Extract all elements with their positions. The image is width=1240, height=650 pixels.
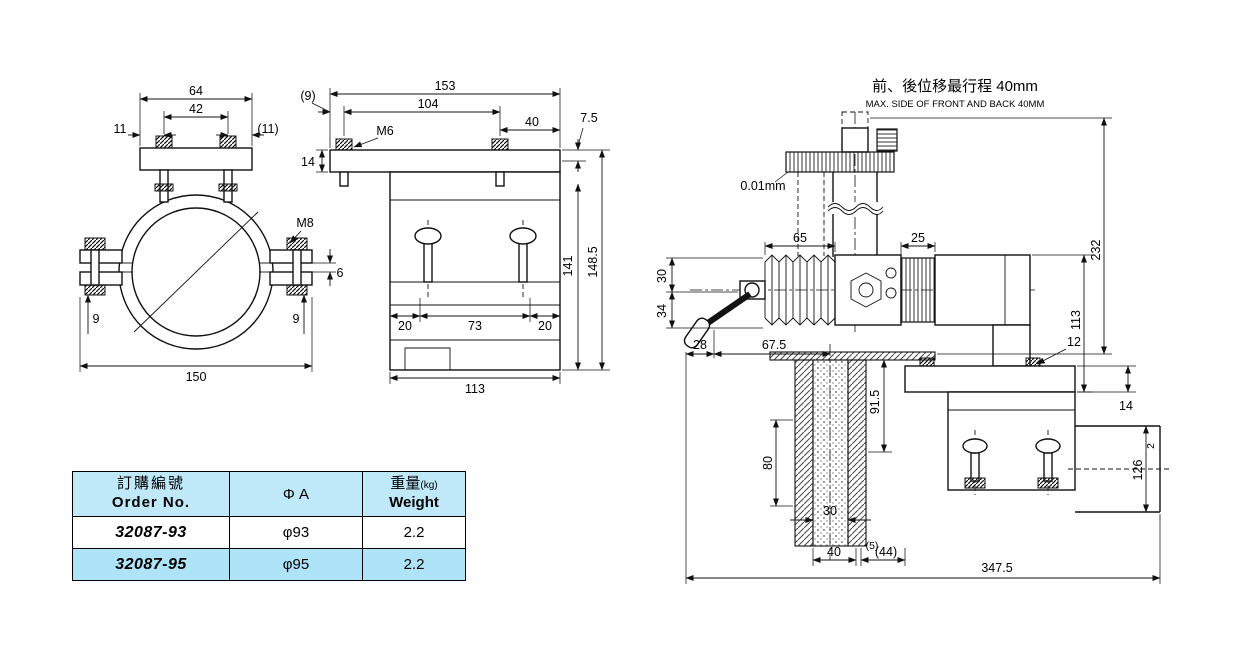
dim-347-5: 347.5 [981,561,1012,575]
header-weight-en: Weight [389,494,439,511]
dim-11-paren: (11) [257,122,278,136]
dim-44-paren: (44) [875,545,897,559]
dim-126: 126 [1131,460,1145,481]
order-no-value: 32087-95 [115,555,187,573]
dim-113: 113 [465,382,485,396]
header-order-no-en: Order No. [111,494,191,511]
header-phi-a-label: Φ A [282,485,310,503]
dim-42: 42 [189,102,203,116]
bolt-head-icon [1025,357,1041,367]
crank-arm [700,291,752,330]
dim-141: 141 [561,256,575,277]
weight-cell: 2.2 [362,548,466,581]
header-phi-a: Φ A [229,471,363,517]
phantom-spindle [841,111,869,129]
column-wall [794,359,814,547]
bolt-head-icon [491,138,509,151]
dim-14: 14 [301,155,315,169]
phi-a-cell: φ95 [229,548,363,581]
dim-91-5: 91.5 [868,390,882,414]
screw-knob-icon [962,438,988,454]
dim-104: 104 [418,97,439,111]
bolt-head-icon [219,135,237,149]
dim-30-rod: 30 [823,504,837,518]
micrometer-scale [785,151,895,173]
dim-80: 80 [761,456,775,470]
mount-surface [769,351,936,361]
dim-40-asm: 40 [827,545,841,559]
weight-cell: 2.2 [362,516,466,549]
dim-150: 150 [186,370,207,384]
clamp-pad [964,477,986,489]
dim-67-5: 67.5 [762,338,786,352]
dim-14-asm: 14 [1119,399,1133,413]
hex-nut-icon [850,272,882,308]
screw-dot-icon [885,267,897,279]
header-weight: 重量(kg) Weight [362,471,466,517]
nut-icon [286,284,308,296]
side-view: 153 104 40 (9) M6 14 7.5 141 148.5 20 73… [300,79,610,396]
label-m6: M6 [376,124,393,138]
order-no-value: 32087-93 [115,523,187,541]
assembly-subtitle: MAX. SIDE OF FRONT AND BACK 40MM [866,99,1045,110]
center-diagonal-line [133,211,259,333]
knurled-section [900,257,936,323]
nut-icon [154,183,174,192]
bolt-head-icon [919,357,935,367]
screw-knob-icon [1035,438,1061,454]
dim-9-left: 9 [93,312,100,326]
header-order-no-zh: 訂購編號 [116,475,185,493]
dim-34: 34 [655,304,669,318]
dim-12: 12 [1067,335,1081,349]
clamp-pad [1037,477,1059,489]
crank-knob-icon [683,317,711,349]
table-row: 32087-95 φ95 2.2 [72,548,466,581]
dim-30-upper: 30 [655,269,669,283]
bolt-head-icon [286,237,308,251]
dim-9-paren: (9) [300,89,315,103]
phi-a-cell: φ93 [229,516,363,549]
front-view: 64 42 11 (11) M8 6 9 9 150 [79,84,344,384]
table-row: 32087-93 φ93 2.2 [72,516,466,549]
dim-148-5: 148.5 [586,246,600,277]
screw-knob-icon [414,227,442,245]
bolt-head-icon [335,138,353,151]
header-weight-zh: 重量(kg) [390,475,438,493]
assembly-title: 前、後位移最行程 40mm [872,78,1038,95]
dim-113-asm: 113 [1069,310,1083,330]
dim-153: 153 [435,79,456,93]
dim-65: 65 [793,231,807,245]
dim-64: 64 [189,84,203,98]
label-m8: M8 [296,216,313,230]
nut-icon [218,183,238,192]
order-no-cell: 32087-95 [72,548,230,581]
header-order-no: 訂購編號 Order No. [72,471,230,517]
clamped-rod-section [812,359,849,547]
dim-2: 2 [1145,443,1157,449]
dim-20-right: 20 [538,319,552,333]
dim-40: 40 [525,115,539,129]
dim-5-paren: (5) [866,540,879,552]
bolt-head-icon [155,135,173,149]
screw-knob-icon [509,227,537,245]
dim-232: 232 [1089,240,1103,261]
dim-9-right: 9 [293,312,300,326]
column-wall [847,359,867,547]
screw-dot-icon [885,287,897,299]
knurled-knob-icon [876,128,898,152]
dim-11: 11 [114,122,127,136]
nut-icon [84,284,106,296]
assembly-view: 前、後位移最行程 40mm MAX. SIDE OF FRONT AND BAC… [655,78,1170,584]
dim-25: 25 [911,231,925,245]
bolt-head-icon [84,237,106,251]
dim-28: 28 [693,338,707,352]
dim-20-left: 20 [398,319,412,333]
dim-7-5: 7.5 [580,111,597,125]
table-header-row: 訂購編號 Order No. Φ A 重量(kg) Weight [72,471,466,517]
order-no-cell: 32087-93 [72,516,230,549]
dim-73: 73 [468,319,482,333]
order-table: 訂購編號 Order No. Φ A 重量(kg) Weight 32087-9… [72,471,466,581]
dim-0-01mm: 0.01mm [740,179,785,193]
dim-6: 6 [337,266,344,280]
